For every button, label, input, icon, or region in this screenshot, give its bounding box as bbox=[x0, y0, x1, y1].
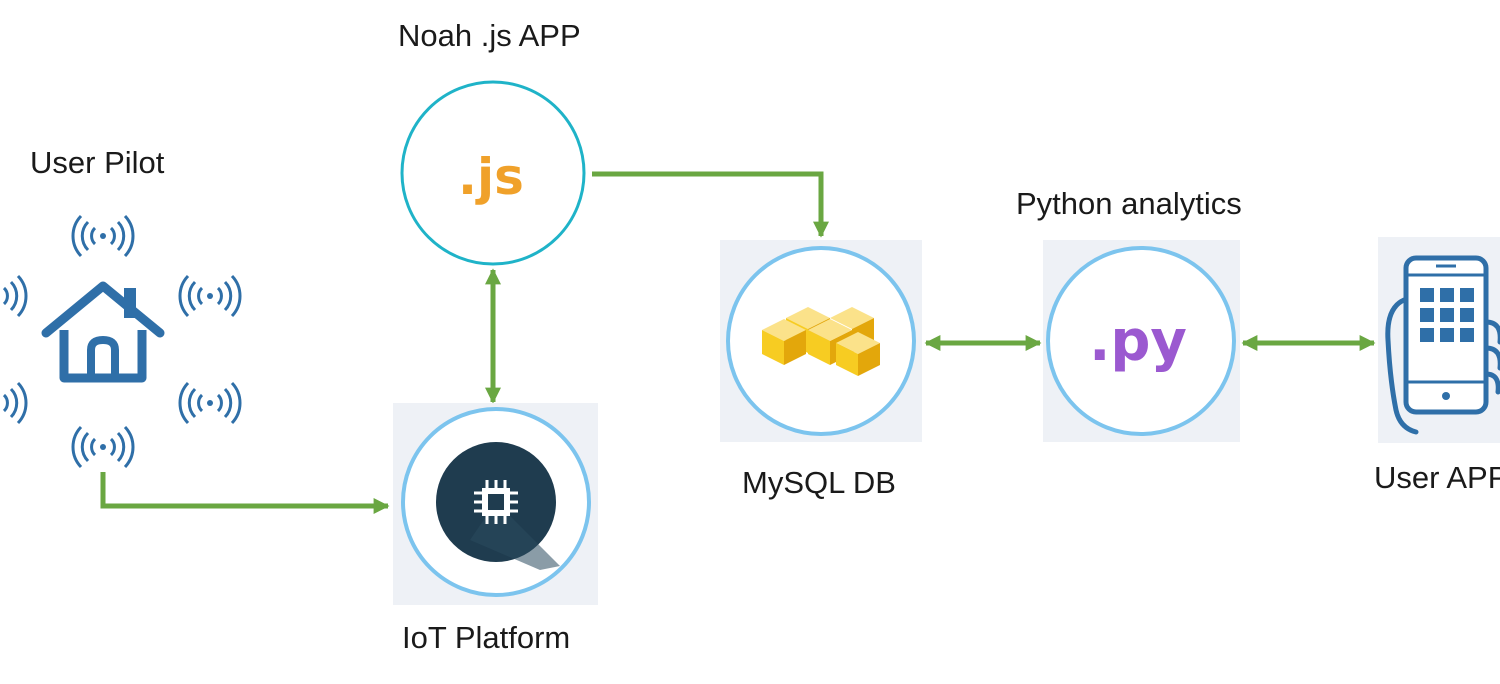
wifi-signal-icon bbox=[178, 274, 242, 318]
wifi-signal-icon bbox=[178, 381, 242, 425]
python-ring bbox=[1046, 246, 1236, 436]
cubes-icon bbox=[762, 307, 880, 376]
mysql-label: MySQL DB bbox=[742, 465, 896, 500]
python-node: .py bbox=[1043, 240, 1240, 442]
mysql-node bbox=[720, 240, 922, 442]
iot-node bbox=[393, 403, 598, 605]
iot-label: IoT Platform bbox=[402, 620, 571, 655]
wifi-signal-icon bbox=[0, 381, 28, 425]
chip-icon bbox=[436, 442, 560, 570]
wifi-signal-icon bbox=[71, 214, 135, 258]
user-app-label: User APP bbox=[1374, 460, 1500, 495]
py-logo: .py bbox=[1089, 309, 1187, 374]
user-pilot-node bbox=[0, 214, 242, 469]
edge-pilot-to-iot bbox=[100, 472, 390, 515]
user-app-node bbox=[1378, 237, 1500, 443]
house-icon bbox=[41, 281, 165, 383]
nodejs-label: Noah .js APP bbox=[398, 18, 581, 53]
nodejs-ring bbox=[400, 80, 586, 266]
edge-nodejs-to-mysql bbox=[592, 171, 830, 238]
nodejs-node: .js bbox=[400, 80, 586, 266]
edges bbox=[100, 171, 1376, 515]
wifi-signal-icon bbox=[0, 274, 28, 318]
wifi-signal-icon bbox=[71, 425, 135, 469]
js-logo: .js bbox=[458, 148, 524, 206]
user-pilot-label: User Pilot bbox=[30, 145, 165, 180]
smartphone-hand-icon bbox=[1385, 255, 1500, 435]
python-label: Python analytics bbox=[1016, 186, 1242, 221]
